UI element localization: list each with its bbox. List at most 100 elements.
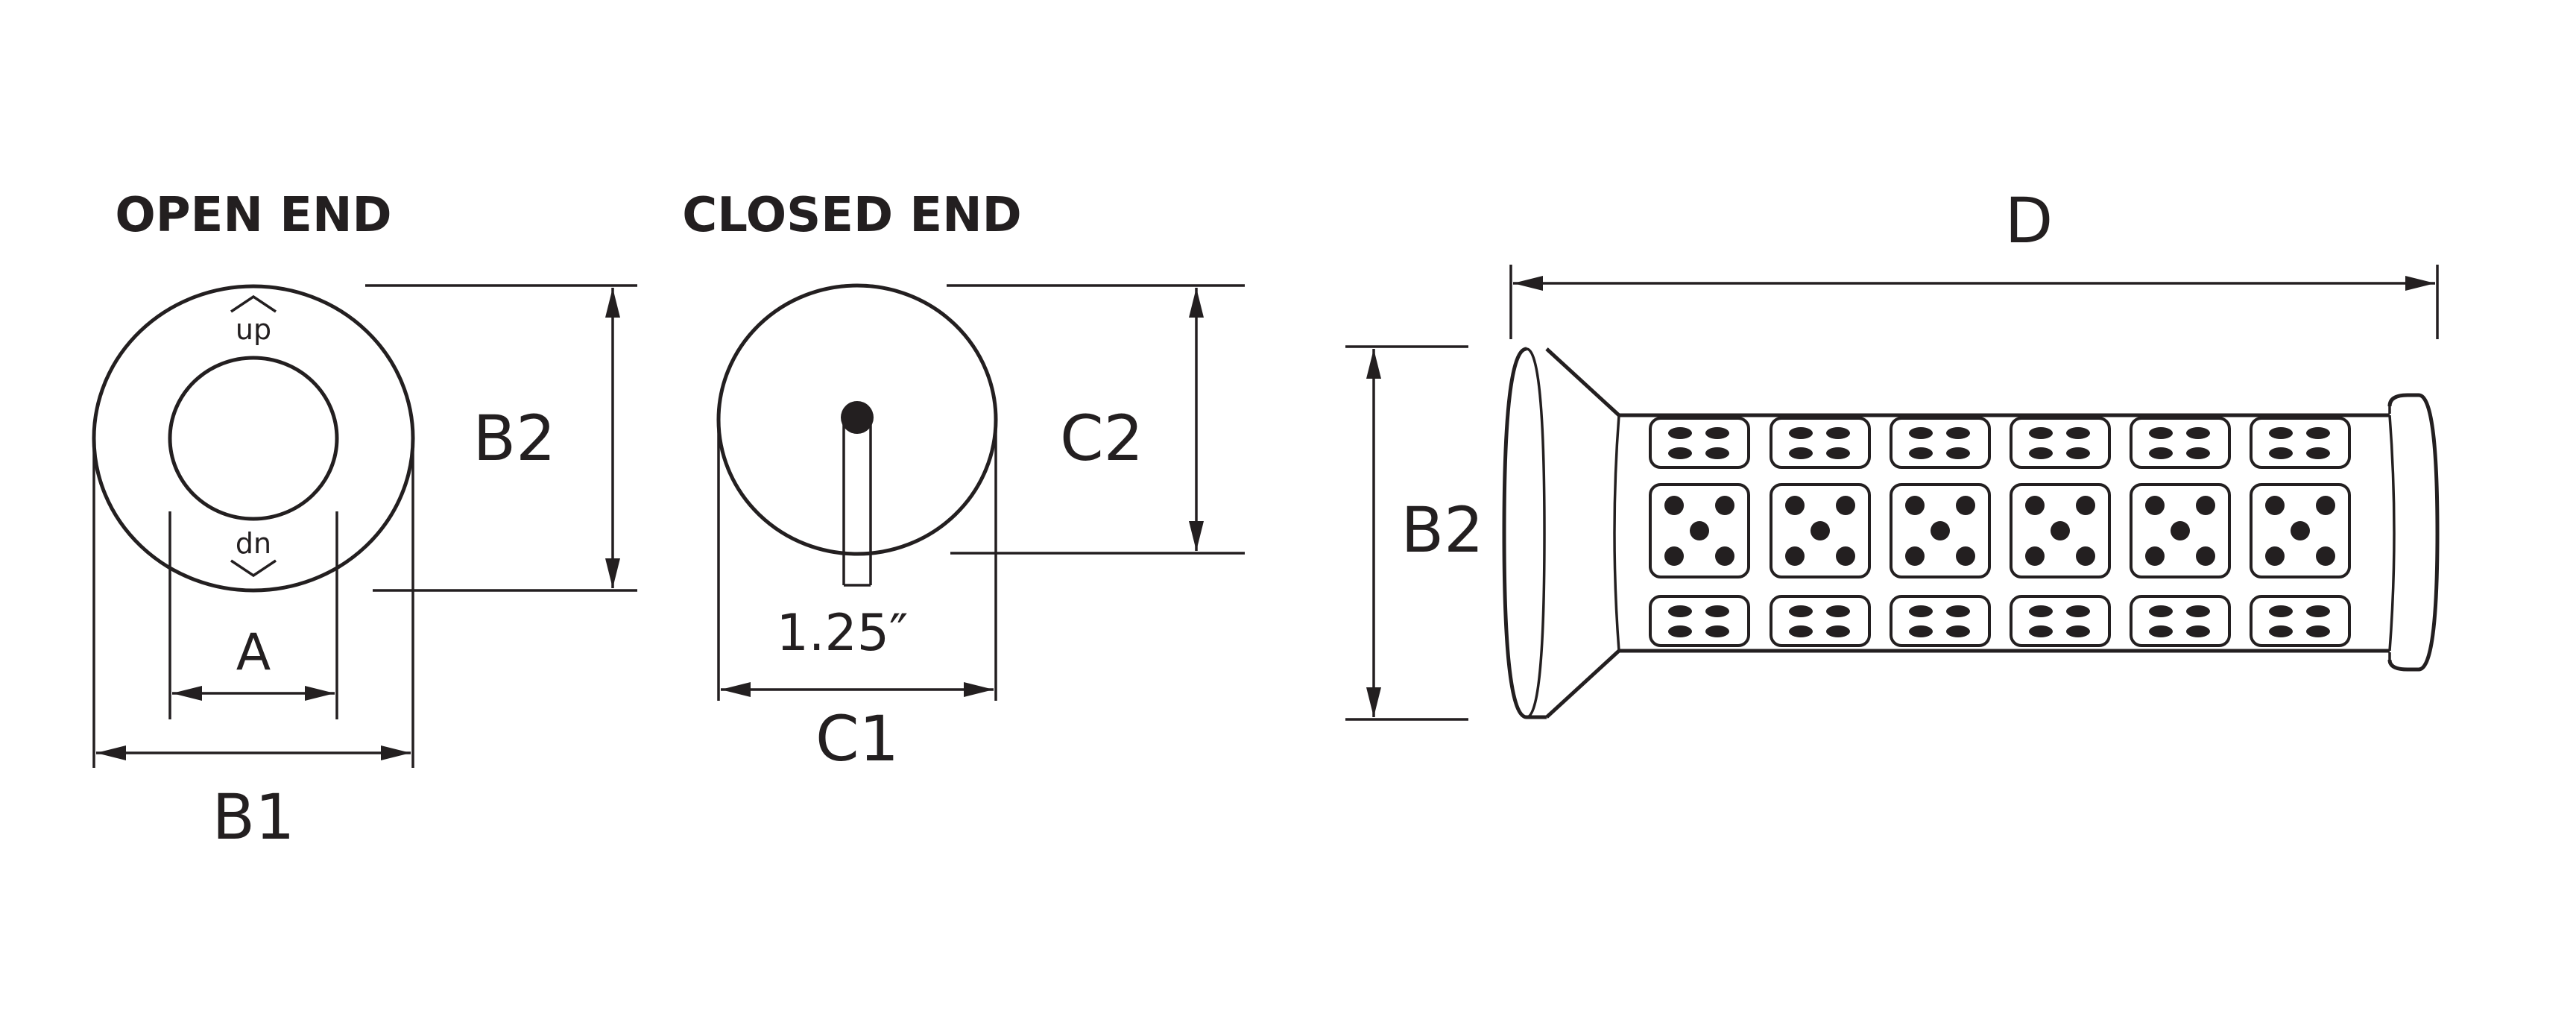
- dim-b1-label: B1: [212, 781, 294, 854]
- die-pip: [1668, 447, 1692, 459]
- die-outline: [1770, 483, 1871, 578]
- die-outline: [2250, 483, 2351, 578]
- dim-c1-label: C1: [815, 702, 899, 775]
- up-chevron-icon: [230, 294, 277, 313]
- closed-end-heading: CLOSED END: [682, 188, 1022, 243]
- die-cell: [2010, 417, 2111, 469]
- die-pip: [1690, 521, 1709, 540]
- die-pip: [2149, 447, 2173, 459]
- die-outline: [2130, 483, 2231, 578]
- die-outline: [1649, 483, 1750, 578]
- die-outline: [2130, 417, 2231, 469]
- die-pip: [1946, 605, 1970, 617]
- die-outline: [2130, 595, 2231, 647]
- die-outline: [1770, 595, 1871, 647]
- die-pip: [1909, 427, 1933, 439]
- die-outline: [2250, 595, 2351, 647]
- die-pip: [1705, 447, 1729, 459]
- die-pip: [2145, 496, 2165, 515]
- die-cell: [2130, 417, 2231, 469]
- die-outline: [1890, 595, 1991, 647]
- die-cell: [2010, 595, 2111, 647]
- flange-cone-top: [1545, 347, 1620, 417]
- die-cell: [1649, 417, 1750, 469]
- die-pip: [1789, 625, 1813, 637]
- open-end-heading: OPEN END: [115, 188, 391, 243]
- die-pip: [2265, 546, 2285, 566]
- die-cell: [1770, 483, 1871, 578]
- die-pip: [1705, 625, 1729, 637]
- die-pip: [2029, 625, 2053, 637]
- die-cell: [1770, 417, 1871, 469]
- die-pip: [1956, 496, 1975, 515]
- slot-hole: [841, 401, 874, 434]
- dice-pattern: [1649, 417, 2351, 647]
- die-pip: [1905, 546, 1925, 566]
- die-pip: [2186, 625, 2210, 637]
- die-pip: [2316, 496, 2335, 515]
- flange-cone-bottom: [1545, 649, 1620, 719]
- die-pip: [2051, 521, 2070, 540]
- die-cell: [2250, 483, 2351, 578]
- die-pip: [2196, 496, 2215, 515]
- die-pip: [2029, 447, 2053, 459]
- die-pip: [1909, 605, 1933, 617]
- die-pip: [2269, 427, 2293, 439]
- up-mark: up: [236, 313, 271, 346]
- die-pip: [1789, 427, 1813, 439]
- die-pip: [1668, 427, 1692, 439]
- die-pip: [1785, 496, 1805, 515]
- die-pip: [2076, 496, 2095, 515]
- die-pip: [1789, 605, 1813, 617]
- die-pip: [1811, 521, 1830, 540]
- die-pip: [1946, 427, 1970, 439]
- die-pip: [2149, 427, 2173, 439]
- die-cell: [1890, 417, 1991, 469]
- flange-outer: [1502, 347, 1547, 719]
- dim-c2-label: C2: [1060, 402, 1143, 475]
- dn-mark: dn: [236, 527, 271, 560]
- die-pip: [2265, 496, 2285, 515]
- die-pip: [1931, 521, 1950, 540]
- die-pip: [2066, 427, 2090, 439]
- die-pip: [1946, 625, 1970, 637]
- die-cell: [2130, 483, 2231, 578]
- die-pip: [2306, 625, 2330, 637]
- die-pip: [2076, 546, 2095, 566]
- die-cell: [1890, 595, 1991, 647]
- side-view: D B2: [1345, 184, 2440, 721]
- die-pip: [2186, 427, 2210, 439]
- die-pip: [1664, 496, 1684, 515]
- die-pip: [2025, 496, 2045, 515]
- die-cell: [1890, 483, 1991, 578]
- die-pip: [2269, 625, 2293, 637]
- flange-inner: [1526, 347, 1546, 719]
- die-pip: [1705, 427, 1729, 439]
- die-pip: [2066, 447, 2090, 459]
- die-pip: [2066, 605, 2090, 617]
- die-pip: [1956, 546, 1975, 566]
- die-pip: [2306, 447, 2330, 459]
- grip-body-left-edge: [1613, 414, 1620, 652]
- die-cell: [2250, 417, 2351, 469]
- die-pip: [1905, 496, 1925, 515]
- closed-end-view: CLOSED END 1.25″ C1 C2: [682, 188, 1245, 775]
- die-pip: [1715, 546, 1734, 566]
- die-cell: [2250, 595, 2351, 647]
- die-pip: [1909, 447, 1933, 459]
- die-pip: [1668, 625, 1692, 637]
- die-pip: [1789, 447, 1813, 459]
- dim-a-label: A: [236, 623, 271, 682]
- die-pip: [2149, 625, 2173, 637]
- die-pip: [2186, 605, 2210, 617]
- die-outline: [1649, 595, 1750, 647]
- die-pip: [2306, 605, 2330, 617]
- die-cell: [2010, 483, 2111, 578]
- die-outline: [1770, 417, 1871, 469]
- die-pip: [1826, 625, 1850, 637]
- end-cap: [2387, 393, 2440, 672]
- dim-slot-label: 1.25″: [777, 604, 909, 663]
- die-pip: [2269, 447, 2293, 459]
- die-pip: [1668, 605, 1692, 617]
